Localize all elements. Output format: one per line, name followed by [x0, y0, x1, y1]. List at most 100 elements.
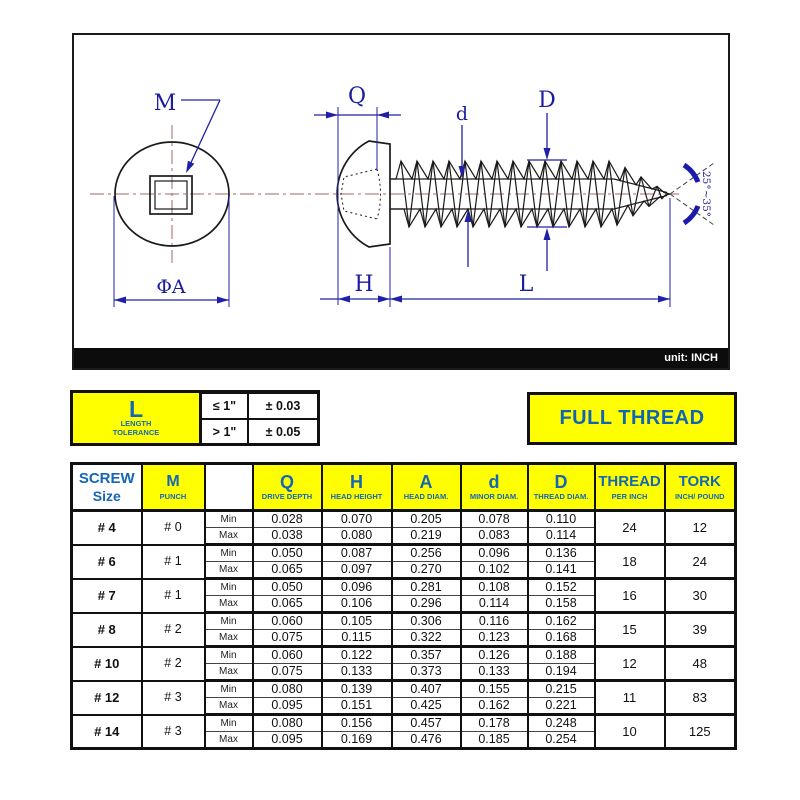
col-header-head-height: H HEAD HEIGHT [320, 462, 393, 512]
screw-drawing: M ΦA Q [90, 84, 715, 307]
drive-depth-label: Q [348, 84, 366, 109]
min-label-cell: Min [203, 509, 254, 528]
thread-per-inch-cell: 11 [593, 679, 666, 716]
min-value-cell: 0.110 [526, 509, 596, 528]
max-value-cell: 0.254 [526, 731, 596, 750]
unit-note: unit: INCH [664, 352, 718, 364]
min-value-cell: 0.248 [526, 713, 596, 732]
col-header-thread-per-inch: THREAD PER INCH [593, 462, 666, 512]
max-value-cell: 0.106 [320, 595, 393, 614]
technical-drawing-panel: M ΦA Q [72, 33, 730, 370]
max-value-cell: 0.373 [390, 663, 462, 682]
min-value-cell: 0.155 [459, 679, 529, 698]
drive-socket-bottom [376, 168, 381, 220]
h-arrow-right [378, 295, 390, 303]
min-value-cell: 0.096 [320, 577, 393, 596]
punch-cell: # 2 [140, 645, 206, 682]
punch-cell: # 3 [140, 713, 206, 750]
max-value-cell: 0.065 [251, 561, 323, 580]
square-drive-inner [154, 180, 188, 210]
head-height-label: H [354, 272, 373, 297]
tork-cell: 48 [663, 645, 737, 682]
punch-cell: # 0 [140, 509, 206, 546]
punch-cell: # 1 [140, 577, 206, 614]
max-label-cell: Max [203, 595, 254, 614]
thread-bottom-profile [390, 193, 671, 229]
max-label-cell: Max [203, 527, 254, 546]
head-front-view [114, 141, 230, 247]
min-value-cell: 0.139 [320, 679, 393, 698]
square-drive-outer [149, 175, 193, 215]
thread-diam-label: D [538, 88, 556, 113]
tork-cell: 39 [663, 611, 737, 648]
col-header-screw-size: SCREW Size [70, 462, 143, 512]
min-value-cell: 0.096 [459, 543, 529, 562]
m-arrowhead [186, 160, 195, 173]
max-value-cell: 0.075 [251, 663, 323, 682]
min-value-cell: 0.178 [459, 713, 529, 732]
min-label-cell: Min [203, 679, 254, 698]
max-value-cell: 0.102 [459, 561, 529, 580]
tork-cell: 125 [663, 713, 737, 750]
h-arrow-left [338, 295, 350, 303]
tip-angle-label: 25°~35° [700, 171, 712, 217]
unit-bar: unit: INCH [74, 348, 728, 368]
tolerance-value: ± 0.03 [247, 393, 317, 418]
max-value-cell: 0.162 [459, 697, 529, 716]
tork-cell: 83 [663, 679, 737, 716]
tip-angle-line-bottom [669, 193, 715, 226]
min-label-cell: Min [203, 645, 254, 664]
phiA-arrow-right [217, 296, 229, 304]
thread-per-inch-cell: 18 [593, 543, 666, 580]
screw-size-cell: # 4 [70, 509, 143, 546]
col-header-thread-diam: D THREAD DIAM. [526, 462, 596, 512]
max-value-cell: 0.097 [320, 561, 393, 580]
min-value-cell: 0.060 [251, 611, 323, 630]
full-thread-label: FULL THREAD [559, 407, 705, 429]
min-value-cell: 0.162 [526, 611, 596, 630]
punch-cell: # 1 [140, 543, 206, 580]
max-value-cell: 0.114 [459, 595, 529, 614]
thread-per-inch-cell: 15 [593, 611, 666, 648]
q-arrow-left [326, 111, 338, 119]
max-value-cell: 0.095 [251, 731, 323, 750]
min-label-cell: Min [203, 713, 254, 732]
thread-per-inch-cell: 12 [593, 645, 666, 682]
max-value-cell: 0.425 [390, 697, 462, 716]
min-value-cell: 0.357 [390, 645, 462, 664]
max-value-cell: 0.133 [320, 663, 393, 682]
tolerance-symbol-cell: L LENGTH TOLERANCE [73, 393, 201, 443]
col-header-head-diam: A HEAD DIAM. [390, 462, 462, 512]
punch-cell: # 3 [140, 679, 206, 716]
phiA-arrow-left [114, 296, 126, 304]
spec-table: SCREW Size M PUNCH Q DRIVE DEPTH H HEAD … [70, 462, 737, 750]
punch-cell: # 2 [140, 611, 206, 648]
min-value-cell: 0.205 [390, 509, 462, 528]
d-arrow-bottom [464, 210, 472, 222]
max-value-cell: 0.075 [251, 629, 323, 648]
head-side-view [336, 140, 391, 248]
l-arrow-left [390, 295, 402, 303]
screw-size-cell: # 7 [70, 577, 143, 614]
max-value-cell: 0.133 [459, 663, 529, 682]
min-value-cell: 0.060 [251, 645, 323, 664]
length-tolerance-box: L LENGTH TOLERANCE ≤ 1" ± 0.03 > 1" ± 0.… [70, 390, 320, 446]
min-value-cell: 0.407 [390, 679, 462, 698]
tork-cell: 24 [663, 543, 737, 580]
D-arrow-top [543, 148, 551, 160]
max-label-cell: Max [203, 629, 254, 648]
max-value-cell: 0.151 [320, 697, 393, 716]
min-value-cell: 0.080 [251, 679, 323, 698]
max-value-cell: 0.141 [526, 561, 596, 580]
min-value-cell: 0.050 [251, 543, 323, 562]
length-label: L [519, 272, 534, 297]
